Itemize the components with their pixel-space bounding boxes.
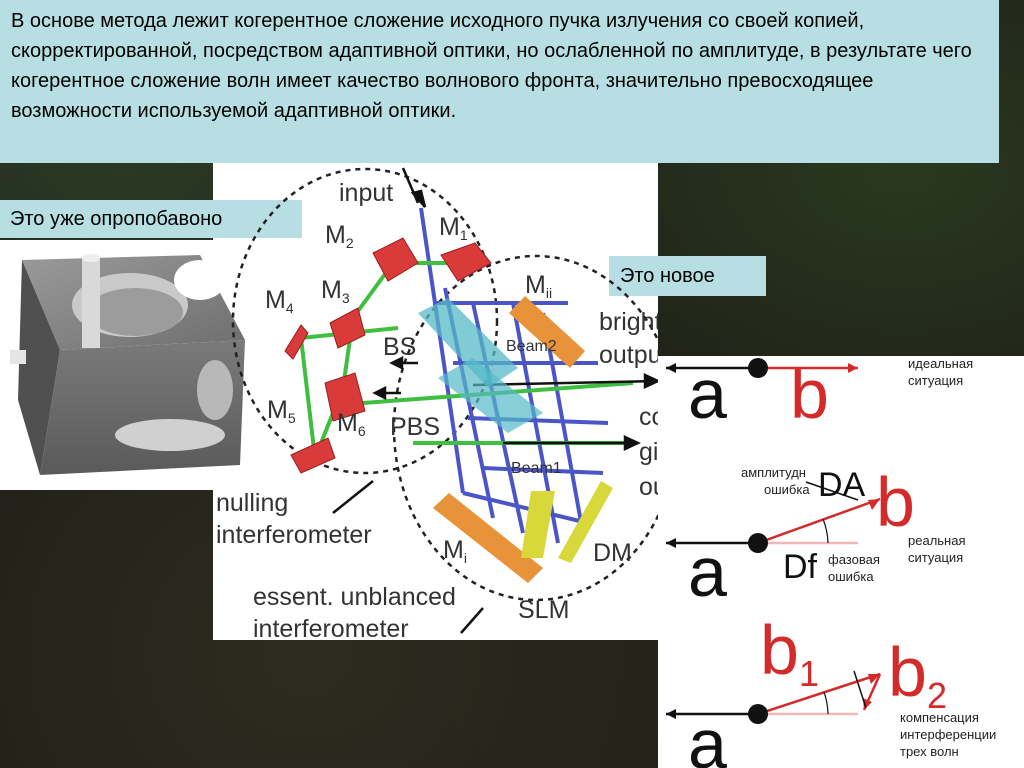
dm-element [558,481,613,563]
letter-a-ideal: a [688,356,727,433]
mirror-m2 [372,237,419,282]
label-dm: DM [593,539,632,567]
letter-b-ideal: b [790,356,829,433]
label-bs: BS [383,333,416,361]
mirror-m4 [284,324,309,360]
pbs-splitter [438,358,543,433]
label-m3: M3 [321,276,350,306]
delta-f-label: Df [783,548,818,586]
mirror-m1 [440,242,492,282]
letter-b2: b2 [888,633,947,716]
label-m5: M5 [267,396,296,426]
mirror-m6 [324,372,366,422]
label-m4: M4 [265,286,294,316]
letter-a-comp: a [688,705,727,768]
label-output: output [599,341,658,369]
already-tested-label: Это уже опропобавоно [0,200,302,238]
label-bright: bright [599,308,658,336]
label-comb1: co [639,403,658,431]
bs-splitter [418,298,518,388]
label-nulling-interferometer: interferometer [216,521,372,549]
ideal-label-1: идеальная [908,356,973,371]
slm-element [521,491,555,558]
vector-panel [658,356,1024,768]
label-beam1: Beam1 [511,460,562,477]
diagram-panel [213,163,658,640]
real-label-2: ситуация [908,550,963,565]
phase-error-label-2: ошибка [828,569,874,584]
comp-label-1: компенсация [900,710,979,725]
label-nulling: nulling [216,489,288,517]
compensation-vectors [666,670,882,724]
nulling-circle [231,167,499,475]
amp-error-label-2: ошибка [764,482,810,497]
comp-label-3: трех волн [900,744,959,759]
mirror-mi [433,493,543,583]
letter-b-real: b [876,463,915,541]
cube-illustration [10,254,245,475]
real-label-1: реальная [908,533,966,548]
label-m2: M2 [325,221,354,251]
real-vectors [666,481,881,553]
label-comb2: gi [639,438,658,466]
label-beam2: Beam2 [506,338,557,355]
main-description: В основе метода лежит когерентное сложен… [0,0,999,163]
label-mii: Mii [525,271,552,301]
mirror-m5 [290,437,336,474]
label-slm: SLM [518,596,569,624]
letter-a-real: a [688,533,727,611]
label-mi: Mi [443,536,467,566]
comp-label-2: интерференции [900,727,996,742]
delta-a-label: DA [818,466,866,504]
label-pbs: PBS [390,413,440,441]
label-essent: essent. unblanced [253,583,456,611]
label-input: input [339,179,393,207]
mirror-m3 [329,307,366,349]
label-essent-interferometer: interferometer [253,615,409,640]
letter-b1: b1 [760,611,819,694]
unbalanced-circle [392,254,658,602]
ideal-vectors [666,358,858,378]
phase-error-label-1: фазовая [828,552,880,567]
new-label: Это новое [609,256,766,296]
label-m6: M6 [337,409,366,439]
label-comb3: ou [639,473,658,501]
ideal-label-2: ситуация [908,373,963,388]
interferometer-diagram: input M1 M2 M3 M4 M5 M6 Mii Mi BS PBS br… [216,167,658,640]
vector-diagrams: a b a b a b1 b2 DA Df идеальная ситуация… [666,356,996,768]
amp-error-label-1: амплитудн [741,465,806,480]
mirror-mii [509,296,585,368]
label-m1: M1 [439,213,468,243]
